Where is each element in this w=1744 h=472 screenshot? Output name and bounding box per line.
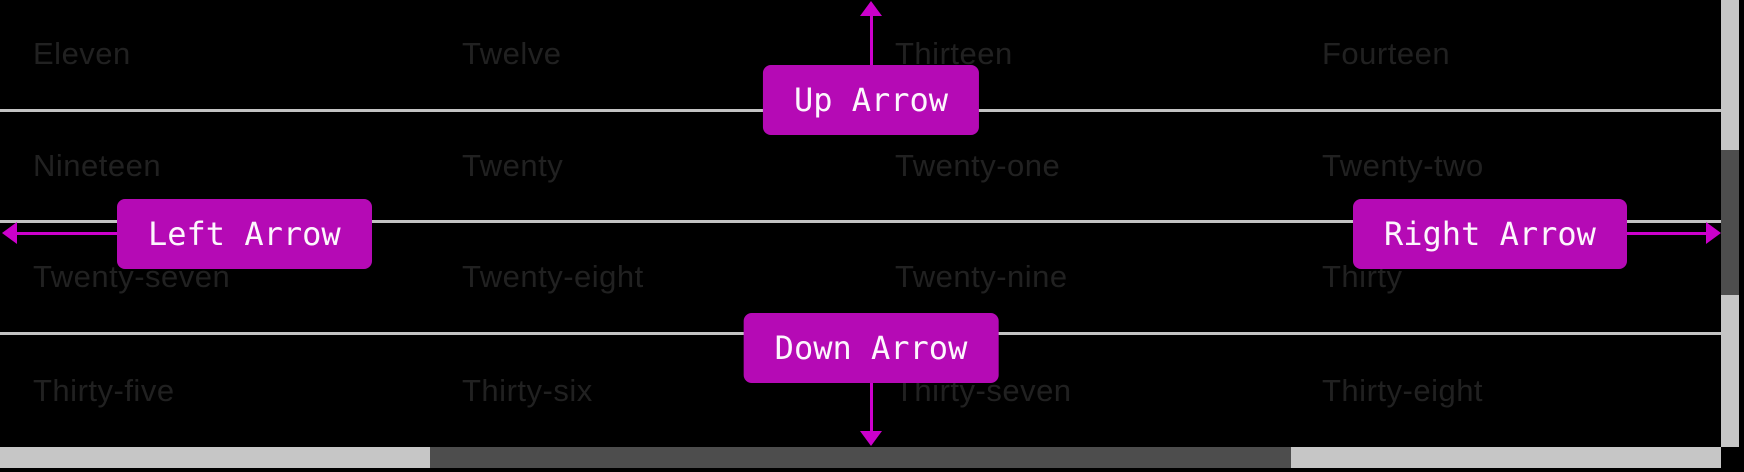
right-arrow-line (1625, 231, 1709, 235)
grid-row: Thirty-five Thirty-six Thirty-seven Thir… (0, 335, 1721, 447)
grid-cell: Twenty (462, 147, 564, 183)
vertical-scrollbar-thumb[interactable] (1721, 150, 1739, 295)
left-arrowhead-icon (2, 222, 17, 244)
left-arrow-annotation: Left Arrow (117, 199, 372, 269)
up-arrow-line (869, 12, 873, 68)
grid-cell: Twelve (462, 36, 562, 72)
grid-cell: Thirty-eight (1322, 372, 1484, 408)
vertical-scrollbar-track[interactable] (1721, 0, 1739, 447)
grid-cell: Twenty-one (895, 147, 1061, 183)
grid-cell: Thirty-five (33, 372, 175, 408)
up-arrow-annotation: Up Arrow (762, 65, 980, 135)
horizontal-scrollbar-track[interactable] (0, 447, 1721, 468)
grid-cell: Twenty-two (1322, 147, 1484, 183)
up-arrowhead-icon (860, 1, 882, 16)
grid-cell: Twenty-eight (462, 259, 644, 295)
horizontal-scrollbar-thumb[interactable] (430, 447, 1291, 468)
grid-cell: Eleven (33, 36, 131, 72)
grid-row: Nineteen Twenty Twenty-one Twenty-two (0, 112, 1721, 224)
grid-cell: Fourteen (1322, 36, 1451, 72)
down-arrow-line (869, 380, 873, 434)
down-arrow-annotation: Down Arrow (743, 313, 999, 383)
down-arrowhead-icon (860, 431, 882, 446)
grid-cell: Thirty-six (462, 372, 593, 408)
scrollbar-corner (1721, 447, 1739, 468)
grid-cell: Nineteen (33, 147, 162, 183)
left-arrow-line (14, 231, 120, 235)
right-arrow-annotation: Right Arrow (1353, 199, 1627, 269)
right-arrowhead-icon (1706, 222, 1721, 244)
grid-cell: Twenty-nine (895, 259, 1068, 295)
